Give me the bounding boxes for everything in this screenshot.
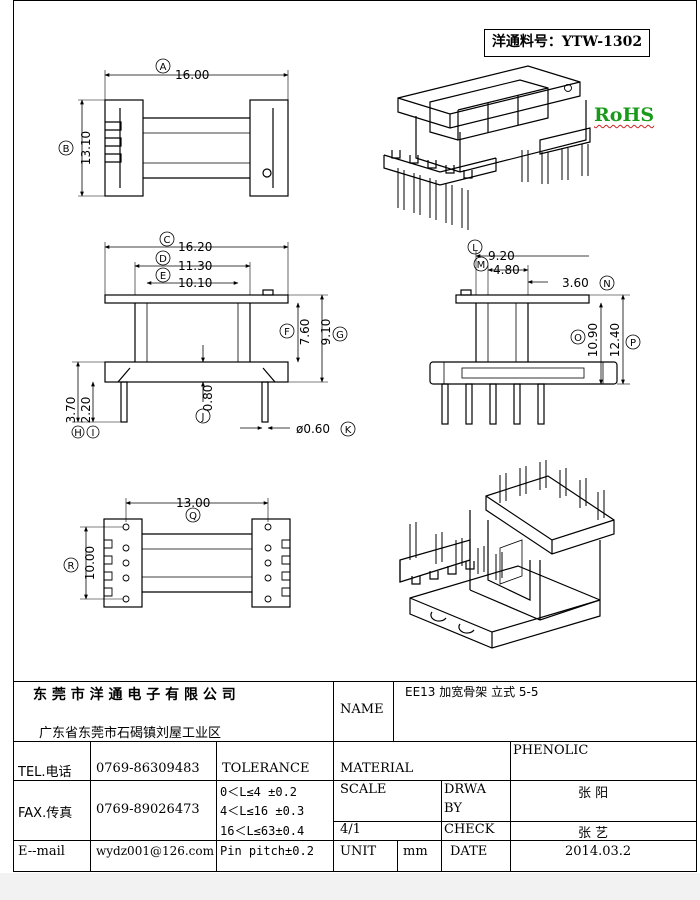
drawn-by-label-1: DRWA bbox=[444, 782, 487, 797]
title-block: 东 莞 市 洋 通 电 子 有 限 公 司 广东省东莞市石碣镇刘屋工业区 NAM… bbox=[13, 681, 697, 872]
material-label: MATERIAL bbox=[340, 761, 414, 776]
email-label: E--mail bbox=[18, 844, 65, 859]
dim-value-n: 3.60 bbox=[562, 276, 589, 290]
company-address: 广东省东莞市石碣镇刘屋工业区 bbox=[39, 726, 222, 741]
side-view bbox=[429, 239, 641, 425]
top-view bbox=[58, 58, 289, 197]
isometric-view-bottom bbox=[399, 460, 615, 649]
drawn-by-value: 张 阳 bbox=[578, 786, 609, 801]
company-name: 东 莞 市 洋 通 电 子 有 限 公 司 bbox=[33, 687, 236, 703]
email-value: wydz001@126.com bbox=[96, 844, 215, 858]
dim-letter-i: I bbox=[92, 428, 95, 439]
dim-letter-a: A bbox=[160, 62, 167, 73]
dim-letter-b: B bbox=[63, 144, 70, 155]
dim-value-h: 3.70 bbox=[64, 397, 78, 424]
dim-value-a: 16.00 bbox=[175, 68, 209, 82]
dim-letter-q: Q bbox=[189, 511, 197, 522]
scale-label: SCALE bbox=[340, 782, 387, 797]
rohs-mark: RoHS bbox=[594, 104, 655, 126]
tolerance-label: TOLERANCE bbox=[222, 761, 310, 776]
dim-value-o: 10.90 bbox=[586, 323, 600, 357]
tolerance-range-2: 4＜L≤16 ±0.3 bbox=[220, 804, 305, 818]
dim-value-r: 10.00 bbox=[83, 546, 97, 580]
dim-letter-o: O bbox=[574, 333, 582, 344]
dim-letter-f: F bbox=[284, 327, 290, 338]
name-label: NAME bbox=[340, 702, 384, 717]
dimension-labels: A 16.00 B 13.10 C 16.20 D 11.30 E 10.10 … bbox=[63, 62, 636, 580]
dim-value-j: 0.80 bbox=[201, 385, 215, 412]
dim-value-k: ø0.60 bbox=[296, 422, 330, 436]
dim-letter-p: P bbox=[630, 338, 636, 349]
dim-letter-r: R bbox=[68, 561, 75, 572]
fax-value: 0769-89026473 bbox=[96, 802, 200, 817]
fax-label: FAX.传真 bbox=[18, 806, 73, 821]
tolerance-range-3: 16＜L≤63±0.4 bbox=[220, 824, 305, 838]
scale-value: 4/1 bbox=[340, 822, 361, 837]
dim-letter-m: M bbox=[477, 260, 486, 271]
unit-label: UNIT bbox=[340, 844, 377, 859]
dim-letter-c: C bbox=[164, 235, 171, 246]
tolerance-range-1: 0＜L≤4 ±0.2 bbox=[220, 785, 298, 799]
dim-value-l: 9.20 bbox=[488, 249, 515, 263]
tel-label: TEL.电话 bbox=[18, 765, 72, 780]
bottom-margin bbox=[0, 873, 700, 900]
dim-value-d: 11.30 bbox=[178, 259, 212, 273]
dim-letter-j: J bbox=[201, 412, 205, 423]
date-label: DATE bbox=[450, 844, 488, 859]
technical-drawing: A 16.00 B 13.10 C 16.20 D 11.30 E 10.10 … bbox=[58, 58, 641, 649]
dim-letter-g: G bbox=[336, 330, 344, 341]
dim-letter-l: L bbox=[472, 243, 478, 254]
dim-value-m: 4.80 bbox=[493, 263, 520, 277]
front-view bbox=[71, 231, 356, 439]
dim-letter-h: H bbox=[74, 428, 82, 439]
unit-value: mm bbox=[403, 844, 428, 859]
name-value: EE13 加宽骨架 立式 5-5 bbox=[405, 685, 539, 699]
part-number-box: 洋通料号：YTW-1302 bbox=[484, 29, 650, 57]
dim-value-p: 12.40 bbox=[608, 323, 622, 357]
dim-value-b: 13.10 bbox=[79, 131, 93, 165]
dim-value-q: 13.00 bbox=[176, 496, 210, 510]
dim-letter-n: N bbox=[603, 279, 610, 290]
date-value: 2014.03.2 bbox=[565, 844, 632, 859]
dim-letter-e: E bbox=[160, 271, 166, 282]
dim-value-i: 2.20 bbox=[79, 397, 93, 424]
dim-value-g: 9.10 bbox=[319, 319, 333, 346]
sheet-frame bbox=[13, 0, 697, 872]
dim-letter-k: K bbox=[345, 425, 352, 436]
dim-value-e: 10.10 bbox=[178, 276, 212, 290]
tel-value: 0769-86309483 bbox=[96, 761, 200, 776]
check-value: 张 艺 bbox=[578, 826, 609, 841]
bottom-view bbox=[63, 498, 291, 608]
isometric-view-top bbox=[383, 65, 591, 230]
dim-value-c: 16.20 bbox=[178, 240, 212, 254]
check-label: CHECK bbox=[444, 822, 495, 837]
pin-pitch: Pin pitch±0.2 bbox=[220, 844, 314, 858]
dim-value-f: 7.60 bbox=[298, 319, 312, 346]
material-value: PHENOLIC bbox=[513, 743, 589, 758]
drawn-by-label-2: BY bbox=[444, 801, 462, 816]
dim-letter-d: D bbox=[159, 254, 167, 265]
